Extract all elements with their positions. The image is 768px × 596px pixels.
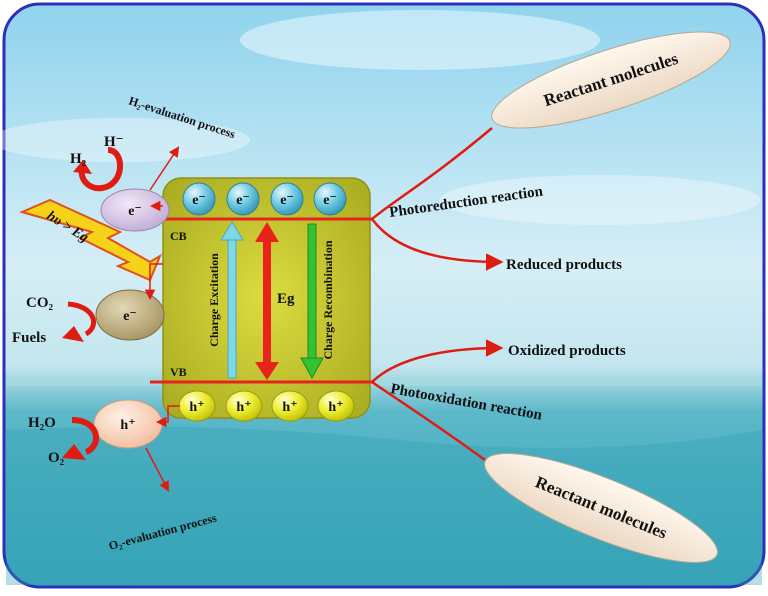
charge-recombination-arrow	[300, 223, 324, 380]
electron-co2-ellipse	[95, 289, 165, 341]
h2o-o2-arrow-head	[62, 444, 86, 460]
eg-shaft	[263, 238, 271, 366]
reduced-products-arrow	[370, 218, 504, 271]
hole-label: h⁺	[282, 400, 297, 415]
electron-ball	[313, 182, 347, 216]
electron-label: e⁻	[280, 193, 294, 208]
band-gap-arrow	[255, 222, 279, 380]
photoreduction-curve-upper	[371, 127, 493, 220]
recombination-shaft	[307, 223, 317, 363]
h2o-label: H₂O	[28, 415, 56, 431]
charge-excitation-label: Charge Excitation	[207, 253, 221, 347]
eg-head-down	[255, 362, 279, 380]
hole-label: h⁺	[189, 400, 204, 415]
charge-recombination-label: Charge Recombination	[321, 240, 335, 359]
cloud-shape	[0, 118, 250, 162]
oxidized-products-arrow	[371, 339, 504, 383]
electron-co2-label: e⁻	[123, 309, 137, 324]
excitation-shaft	[227, 235, 237, 379]
photon-bolt	[19, 198, 163, 282]
h2o-o2-arrow	[71, 417, 99, 455]
charge-excitation-arrow	[220, 221, 244, 379]
electron-ball	[226, 182, 260, 216]
h2-curved-arrow	[78, 147, 124, 192]
co2-fuels-arrow-head	[62, 326, 84, 342]
cloud-shape	[440, 175, 760, 225]
electron-label: e⁻	[192, 193, 206, 208]
cb-to-co2-arrow	[144, 263, 163, 301]
cb-label: CB	[170, 229, 187, 243]
eg-head-up	[255, 222, 279, 242]
reactant-ellipse	[484, 453, 718, 563]
hole-ball	[271, 390, 309, 422]
hole-h2o-label: h⁺	[120, 418, 135, 433]
reactant-ellipse	[491, 31, 731, 129]
excitation-head	[220, 221, 244, 241]
lightning-icon	[19, 198, 163, 282]
hole-ball	[317, 390, 355, 422]
horizon	[6, 380, 762, 386]
co2-fuels-arrow	[67, 301, 97, 337]
electron-ball	[270, 182, 304, 216]
cloud-shape	[240, 10, 600, 70]
h2-label: H₂	[70, 151, 87, 167]
hole-label: h⁺	[328, 400, 343, 415]
hole-label: h⁺	[236, 400, 251, 415]
o2-evaluation-arrow	[145, 447, 169, 492]
electron-label: e⁻	[236, 193, 250, 208]
electron-label: e⁻	[323, 193, 337, 208]
o2-label: O₂	[48, 450, 65, 466]
h-minus-label: H⁻	[104, 134, 124, 150]
electron-ball	[182, 182, 216, 216]
vb-label: VB	[170, 365, 187, 379]
vb-to-hole-arrow	[155, 405, 180, 428]
photooxidation-curve-lower	[371, 380, 486, 462]
vb-holes: h⁺ h⁺ h⁺ h⁺	[178, 390, 355, 422]
electron-h2-ellipse	[100, 188, 170, 232]
cb-electrons: e⁻ e⁻ e⁻ e⁻	[182, 182, 347, 216]
h2-evaluation-arrow	[149, 146, 180, 191]
reduced-products-label: Reduced products	[506, 257, 622, 273]
recombination-head	[300, 357, 324, 380]
frame	[2, 2, 766, 589]
oxidized-products-label: Oxidized products	[508, 343, 626, 359]
hole-ball	[225, 390, 263, 422]
electron-h2-label: e⁻	[128, 204, 142, 219]
h2-curved-arrow-head	[73, 160, 92, 174]
co2-label: CO₂	[26, 295, 54, 311]
fuels-label: Fuels	[12, 330, 46, 346]
eg-label: Eg	[277, 291, 295, 307]
